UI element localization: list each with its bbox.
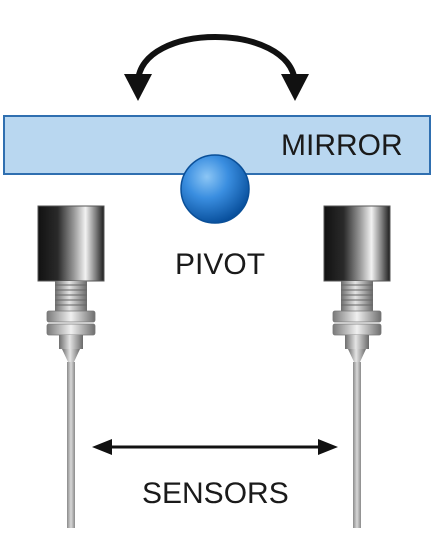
mirror-label: MIRROR (281, 129, 403, 162)
rotation-arrow-icon (124, 34, 309, 101)
pivot-label: PIVOT (175, 248, 266, 281)
right-sensor (323, 205, 391, 528)
sensor-span-arrow-icon (92, 439, 338, 455)
pivot-ball (180, 154, 250, 224)
left-sensor (37, 205, 105, 528)
sensors-label: SENSORS (142, 477, 289, 510)
